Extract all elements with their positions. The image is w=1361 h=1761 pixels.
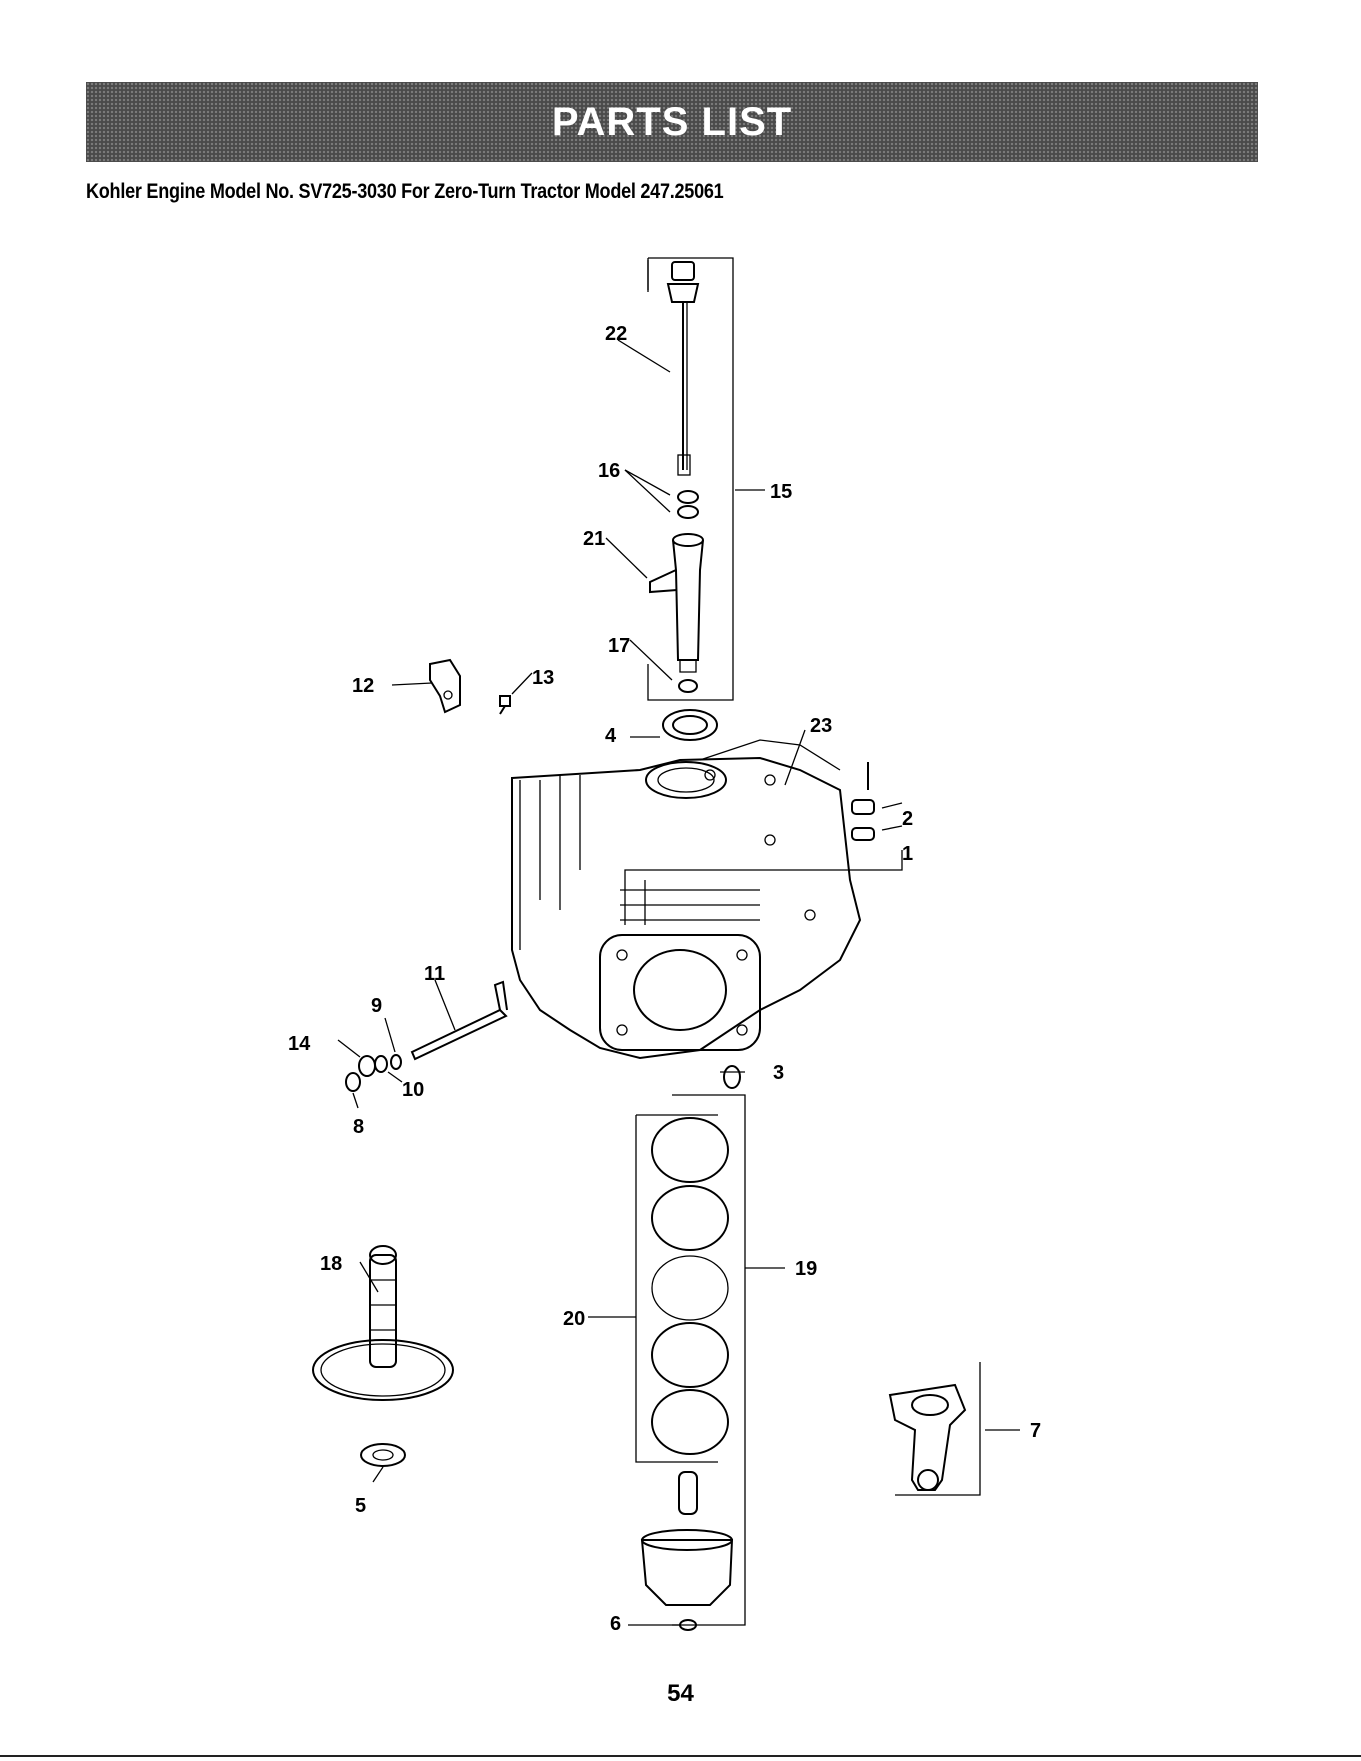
- plug-part: [724, 1066, 740, 1088]
- washer-9-part: [391, 1055, 401, 1069]
- piston-part: [642, 1472, 732, 1605]
- stud-part: [852, 762, 874, 840]
- callout-22: 22: [605, 323, 627, 345]
- o-rings-part: [678, 491, 698, 518]
- callout-16: 16: [598, 460, 620, 482]
- callout-3: 3: [773, 1062, 784, 1084]
- washer-14-part: [359, 1056, 375, 1076]
- callout-18: 18: [320, 1253, 342, 1275]
- connecting-rod-part: [890, 1362, 980, 1495]
- page-number: 54: [0, 1680, 1361, 1708]
- exploded-parts-diagram: 1 2 3 4 5 6 7 8 9 10 11 12 13 14 15 16 1…: [0, 0, 1361, 1700]
- callout-8: 8: [353, 1116, 364, 1138]
- callout-14: 14: [288, 1033, 311, 1055]
- oil-seal-part: [663, 710, 717, 740]
- callout-4: 4: [605, 725, 617, 747]
- callout-17: 17: [608, 635, 630, 657]
- callout-19: 19: [795, 1258, 817, 1280]
- bracket-part: [430, 660, 460, 712]
- piston-rings-part: [652, 1118, 728, 1454]
- oil-line-part: [412, 982, 507, 1059]
- dipstick-tube-part: [650, 534, 703, 672]
- callout-12: 12: [352, 675, 374, 697]
- screw-part: [500, 696, 510, 714]
- callout-10: 10: [402, 1079, 424, 1101]
- callout-1: 1: [902, 843, 913, 865]
- callout-6: 6: [610, 1613, 621, 1635]
- callout-2: 2: [902, 808, 913, 830]
- footer-rule: [0, 1755, 1361, 1757]
- callout-11: 11: [424, 963, 445, 985]
- tube-o-ring-part: [679, 680, 697, 692]
- callout-5: 5: [355, 1495, 366, 1517]
- callout-9: 9: [371, 995, 382, 1017]
- callout-13: 13: [532, 667, 554, 689]
- camshaft-shim-part: [361, 1444, 405, 1466]
- washer-8-part: [346, 1073, 360, 1091]
- callout-23: 23: [810, 715, 832, 737]
- washer-10-part: [375, 1056, 387, 1072]
- callout-15: 15: [770, 481, 792, 503]
- callout-21: 21: [583, 528, 605, 550]
- dipstick-part: [668, 262, 698, 475]
- callout-20: 20: [563, 1308, 585, 1330]
- callout-7: 7: [1030, 1420, 1041, 1442]
- crankcase-part: [512, 740, 860, 1058]
